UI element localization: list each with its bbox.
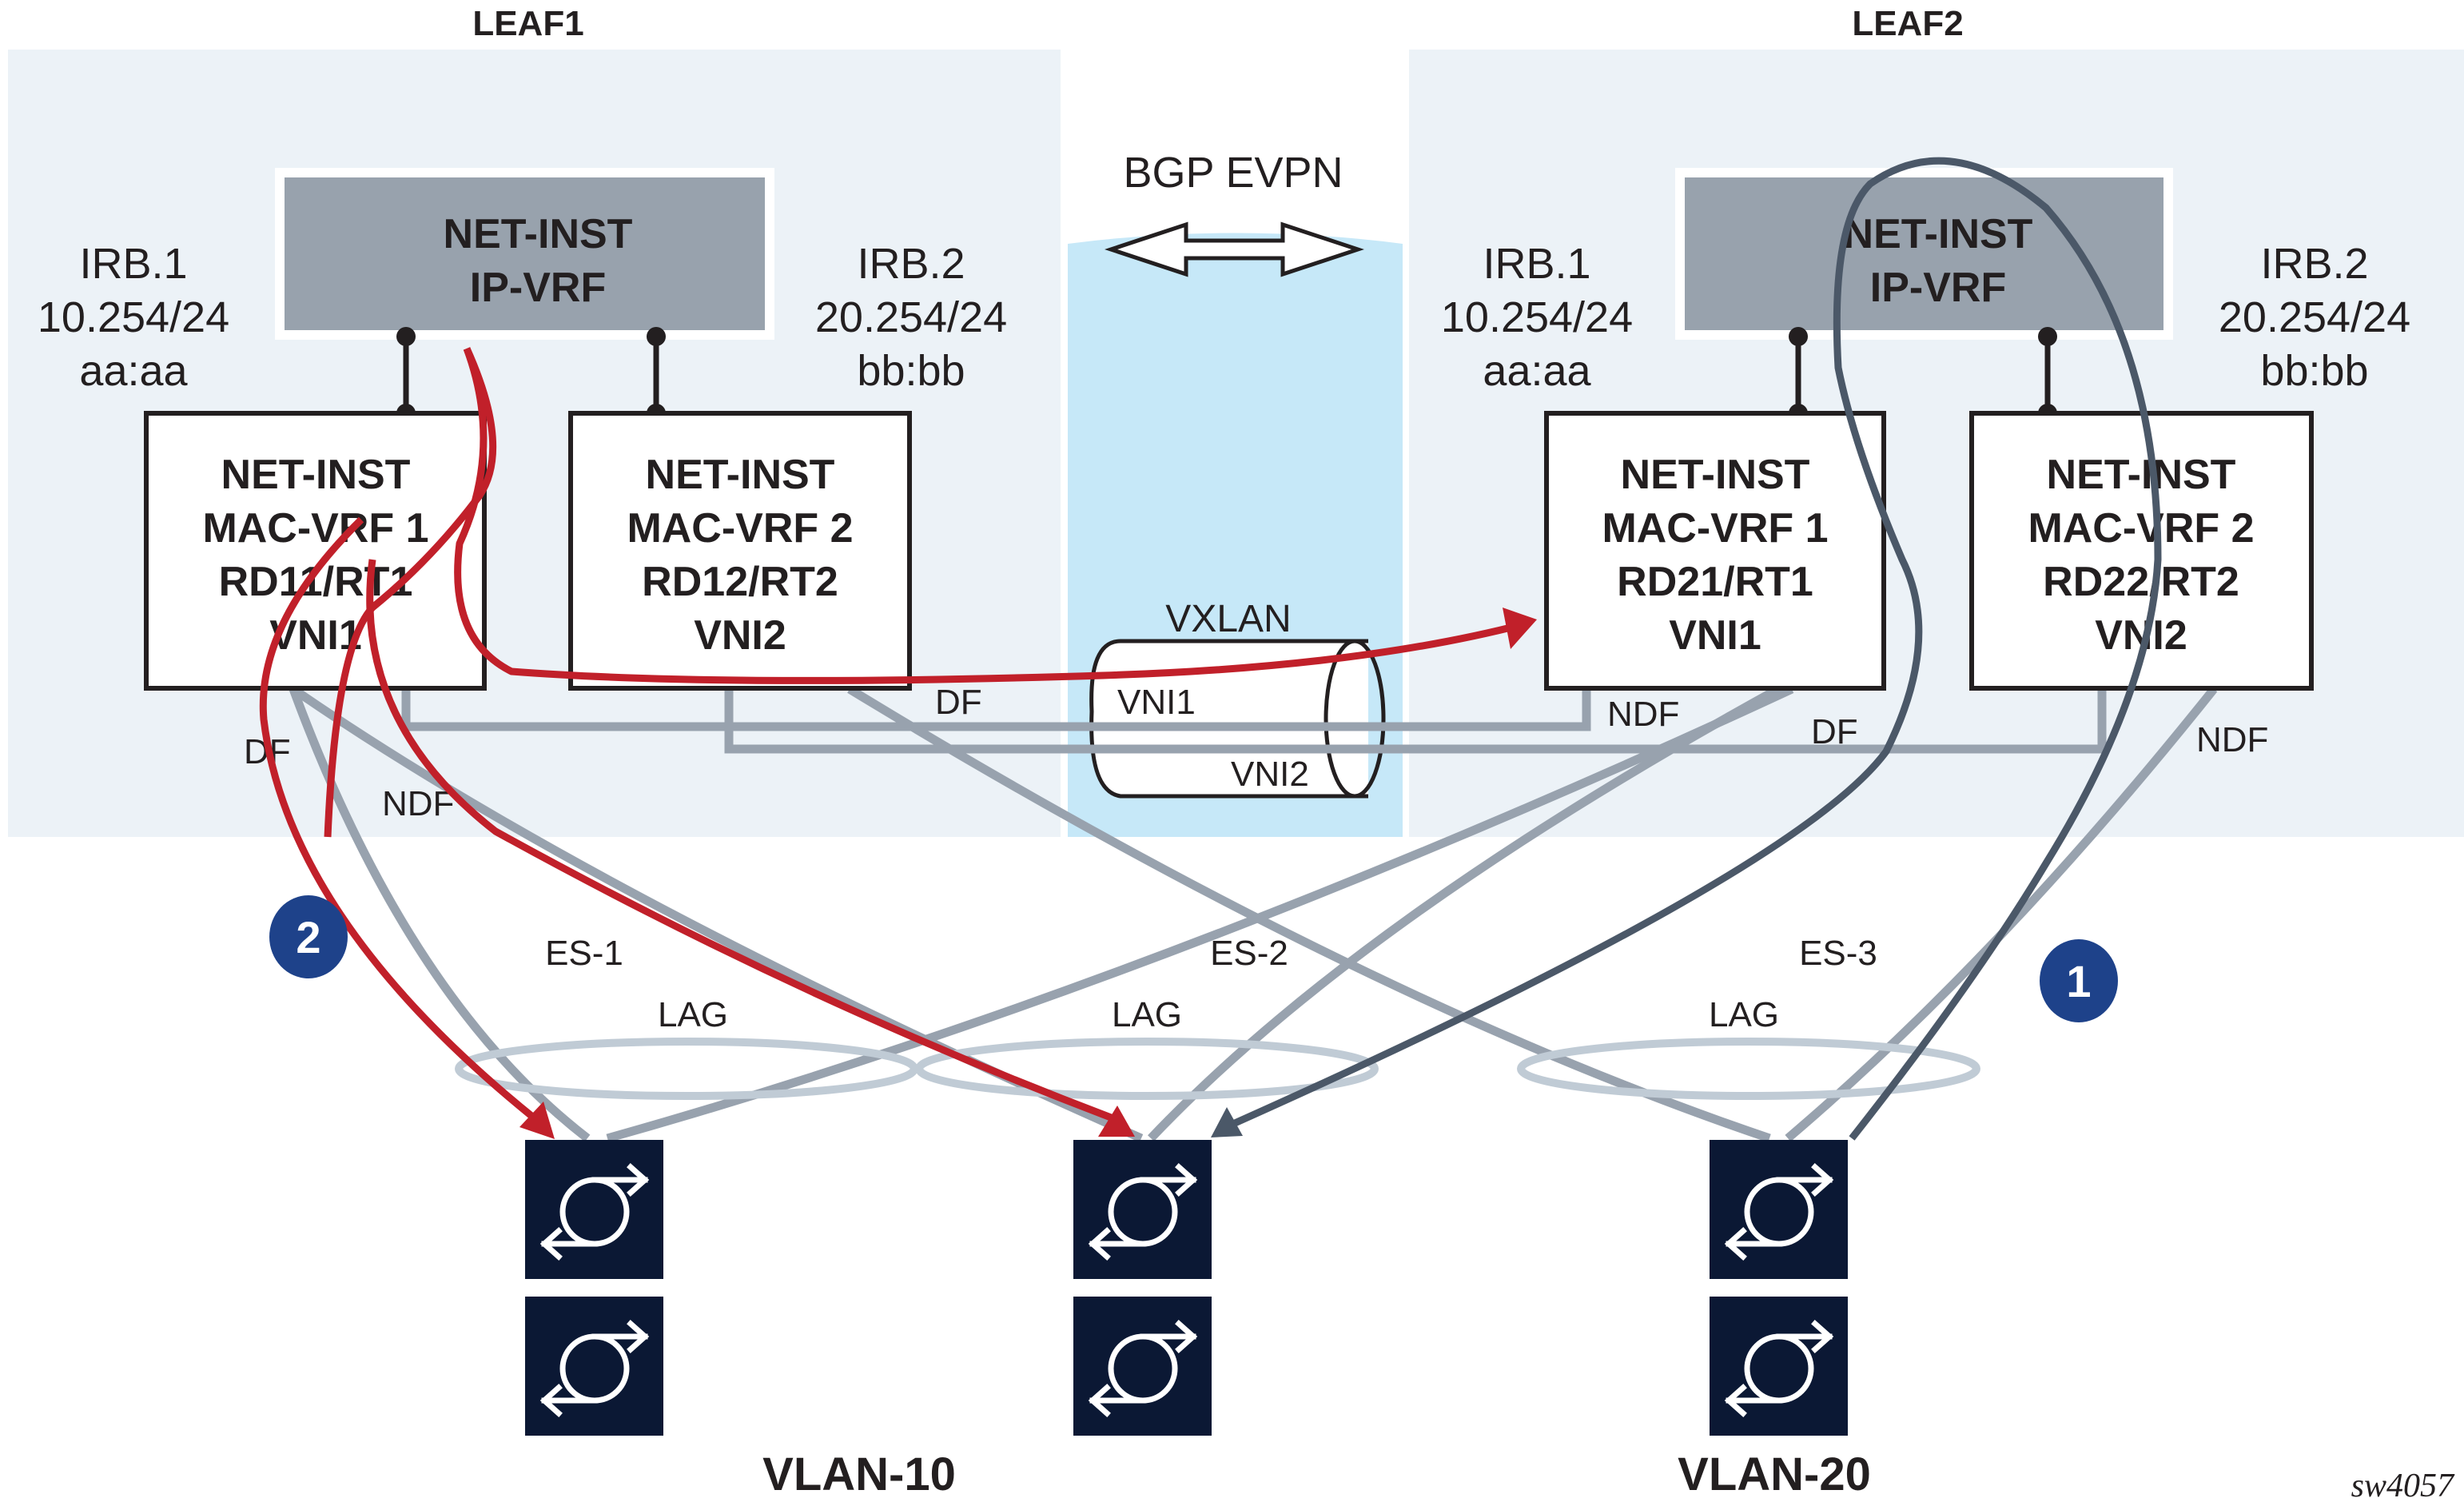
leaf2-mac-vrf1-line4: VNI1: [1669, 612, 1761, 659]
red-traffic-path: [259, 347, 1537, 1139]
leaf2-title: LEAF2: [1852, 4, 1963, 43]
dark-traffic-path: [1211, 157, 2162, 1141]
leaf2-mac-vrf1-line2: MAC-VRF 1: [1602, 505, 1828, 552]
leaf2-irb2-dot-top: [2038, 327, 2057, 346]
leaf1-mac-vrf1-line1: NET-INST: [221, 452, 411, 498]
lag2-label: LAG: [1112, 995, 1182, 1034]
leaf2-irb2-subnet: 20.254/24: [2219, 293, 2410, 341]
leaf2-irb1-subnet: 10.254/24: [1441, 293, 1633, 341]
leaf1-mac-vrf2-line4: VNI2: [694, 612, 786, 659]
leaf2-irb1-dot-top: [1789, 327, 1808, 346]
leaf1-irb1-name: IRB.1: [79, 240, 187, 288]
leaf2-irb1-mac: aa:aa: [1483, 347, 1591, 395]
leaf2-mac-vrf2-line1: NET-INST: [2047, 452, 2236, 498]
leaf2-ndf-es3-label: NDF: [2196, 720, 2268, 759]
leaf1-irb2-dot-top: [647, 327, 666, 346]
leaf1-irb2-subnet: 20.254/24: [815, 293, 1007, 341]
leaf2-mac-vrf1-box[interactable]: [1544, 411, 1886, 691]
lag3-label: LAG: [1709, 995, 1779, 1034]
switch-icon-es2-top[interactable]: [1073, 1140, 1212, 1279]
es1-label: ES-1: [545, 934, 623, 973]
leaf1-ip-vrf-line1: NET-INST: [444, 211, 633, 257]
leaf1-irb1-mac: aa:aa: [79, 347, 188, 395]
vlan20-label: VLAN-20: [1678, 1448, 1871, 1500]
leaf2-ip-vrf-line2: IP-VRF: [1870, 265, 2006, 311]
vxlan-label: VXLAN: [1165, 598, 1291, 640]
leaf2-ip-vrf-line1: NET-INST: [1844, 211, 2033, 257]
bgp-evpn-label: BGP EVPN: [1123, 149, 1343, 197]
step-1-badge: 1: [2040, 939, 2118, 1022]
vxlan-tunnel: [1089, 639, 1386, 799]
lag1-label: LAG: [658, 995, 728, 1034]
leaf1-mac-vrf1-line2: MAC-VRF 1: [202, 505, 428, 552]
bgp-evpn-bidirectional-arrow: [1105, 221, 1364, 277]
vni1-tunnel-label: VNI1: [1117, 683, 1196, 722]
svg-text:2: 2: [296, 912, 320, 962]
lag-ring-es1: [455, 1038, 918, 1100]
switch-icon-es1-top[interactable]: [525, 1140, 663, 1279]
switch-icon-es2-bottom[interactable]: [1073, 1297, 1212, 1436]
leaf2-irb2-name: IRB.2: [2260, 240, 2368, 288]
leaf1-mac-vrf2-line3: RD12/RT2: [642, 559, 838, 605]
vni1-link: [401, 689, 1591, 731]
leaf1-mac-vrf1-box[interactable]: [144, 411, 487, 691]
leaf1-mac-vrf2-line2: MAC-VRF 2: [627, 505, 853, 552]
vni2-tunnel-label: VNI2: [1231, 755, 1309, 794]
switch-icon-es3-bottom[interactable]: [1710, 1297, 1848, 1436]
switch-icon-es1-bottom[interactable]: [525, 1297, 663, 1436]
es3-label: ES-3: [1799, 934, 1877, 973]
lag-ring-es2: [915, 1038, 1379, 1100]
vni2-link: [724, 689, 2107, 754]
leaf1-ip-vrf-box[interactable]: [275, 168, 774, 340]
switch-icon-es3-top[interactable]: [1710, 1140, 1848, 1279]
leaf2-irb2-mac: bb:bb: [2260, 347, 2368, 395]
leaf1-ndf-es1-label: NDF: [382, 784, 454, 823]
leaf2-mac-vrf2-line2: MAC-VRF 2: [2028, 505, 2254, 552]
es2-label: ES-2: [1210, 934, 1288, 973]
leaf2-mac-vrf1-line3: RD21/RT1: [1617, 559, 1813, 605]
lag-ring-es3: [1517, 1038, 1980, 1100]
leaf2-ip-vrf-box[interactable]: [1675, 168, 2173, 340]
leaf1-mac-vrf2-line1: NET-INST: [646, 452, 835, 498]
leaf1-title: LEAF1: [472, 4, 583, 43]
leaf1-irb1-subnet: 10.254/24: [38, 293, 229, 341]
leaf2-mac-vrf1-line1: NET-INST: [1621, 452, 1810, 498]
leaf1-df-vni2-label: DF: [935, 683, 982, 722]
leaf1-irb1-dot-top: [396, 327, 416, 346]
vlan10-label: VLAN-10: [762, 1448, 956, 1500]
leaf2-mac-vrf2-line3: RD22/RT2: [2043, 559, 2239, 605]
leaf1-mac-vrf2-box[interactable]: [568, 411, 912, 691]
figure-id: sw4057: [2351, 1468, 2455, 1504]
leaf2-irb1-name: IRB.1: [1483, 240, 1590, 288]
leaf2-ndf-vni1-label: NDF: [1607, 695, 1679, 734]
step-2-badge: 2: [269, 895, 348, 978]
leaf1-ip-vrf-line2: IP-VRF: [470, 265, 606, 311]
leaf2-df-es2-label: DF: [1811, 712, 1858, 751]
leaf1-irb2-name: IRB.2: [857, 240, 965, 288]
leaf1-irb2-mac: bb:bb: [857, 347, 965, 395]
svg-text:1: 1: [2066, 956, 2091, 1006]
